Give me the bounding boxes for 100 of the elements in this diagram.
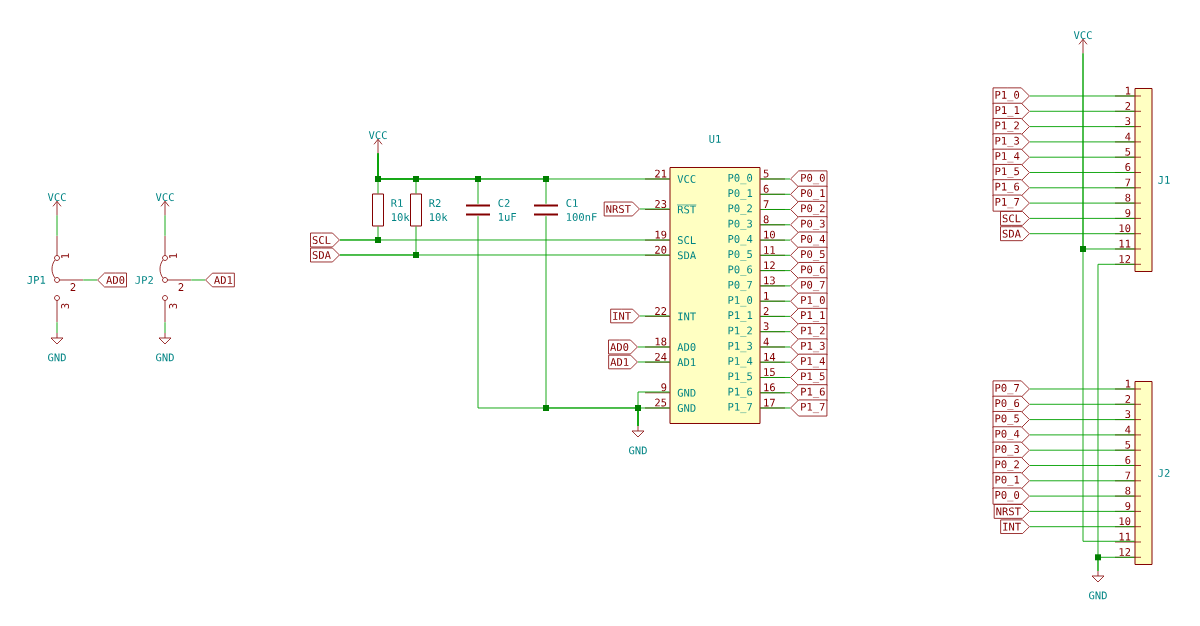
net-label: P0_2 — [992, 456, 1030, 475]
wire — [1029, 480, 1135, 482]
pin-number: 7 — [1125, 471, 1131, 480]
wire — [639, 208, 670, 210]
pin-number: 13 — [764, 276, 775, 285]
net-label: P0_0 — [790, 170, 828, 188]
wire — [760, 178, 791, 180]
pin-number: 1 — [1125, 86, 1131, 95]
net-label: P1_2 — [992, 118, 1030, 136]
wire — [1029, 187, 1135, 189]
net-label: P1_1 — [790, 307, 828, 325]
wire — [339, 226, 417, 256]
net-label: P1_2 — [790, 323, 828, 341]
pin-number: 6 — [1125, 163, 1131, 171]
wire — [1029, 110, 1135, 112]
net-label: SDA — [310, 247, 340, 263]
wire — [1029, 141, 1135, 143]
wire — [760, 224, 791, 226]
pin-number: 9 — [1125, 208, 1131, 217]
pin-number: 19 — [655, 230, 667, 239]
net-label: P0_7 — [790, 277, 828, 295]
net-label: P0_3 — [790, 216, 828, 234]
pin-number: 10 — [1119, 224, 1131, 233]
pin-number: 2 — [1125, 395, 1131, 403]
pin-number: 17 — [764, 398, 775, 407]
pin-number: 12 — [1119, 548, 1131, 556]
wire — [1029, 217, 1135, 219]
net-label: P0_5 — [790, 246, 828, 264]
pin-number: 2 — [178, 283, 184, 291]
pin-number: 6 — [1125, 456, 1131, 464]
wire — [1029, 126, 1135, 128]
net-label: AD0 — [97, 272, 127, 288]
wire — [760, 254, 791, 256]
net-label: INT — [610, 308, 640, 324]
pin-number: 3 — [1125, 117, 1131, 126]
net-label: P1_6 — [790, 384, 828, 402]
wire — [760, 315, 791, 317]
pin-number: 6 — [763, 184, 769, 193]
wire — [637, 346, 670, 348]
net-label: NRST — [603, 201, 640, 217]
wire — [1097, 556, 1135, 572]
wire — [760, 331, 791, 333]
pin-number: 23 — [655, 200, 667, 208]
net-label: NRST — [993, 504, 1030, 519]
pin-number: 12 — [1119, 255, 1131, 263]
pin-number: 14 — [764, 353, 776, 361]
pin-number: 4 — [1125, 425, 1131, 434]
pin-number: 8 — [1125, 193, 1131, 202]
net-label: P0_6 — [790, 262, 828, 280]
reference-label: U1 — [709, 135, 721, 143]
pin-number: 4 — [763, 337, 769, 346]
wire — [1029, 172, 1135, 173]
wire — [760, 377, 791, 378]
wire — [1029, 95, 1135, 97]
wire — [1029, 419, 1135, 421]
wire — [1029, 449, 1135, 451]
wire — [760, 239, 791, 241]
net-label: P1_7 — [992, 194, 1030, 212]
net-label: P0_1 — [992, 472, 1030, 490]
wire — [637, 407, 670, 427]
pin-number: 15 — [764, 368, 775, 376]
pin-number: 24 — [655, 352, 667, 361]
wire — [639, 315, 670, 317]
wire — [1029, 526, 1135, 528]
wire — [1029, 465, 1135, 466]
net-label: P1_4 — [790, 353, 828, 371]
pin-number: 8 — [763, 215, 769, 224]
net-label: P1_4 — [992, 148, 1030, 166]
wire — [56, 214, 58, 237]
pin-number: 1 — [1125, 379, 1131, 388]
pin-number: 11 — [764, 246, 775, 254]
wire — [190, 279, 206, 281]
pin-number: 2 — [763, 307, 769, 315]
net-label: SCL — [310, 232, 340, 248]
net-label: P1_6 — [992, 179, 1030, 197]
pin-number: 16 — [764, 383, 775, 392]
wire — [1029, 388, 1135, 390]
net-label: SDA — [1000, 226, 1030, 242]
wire — [1082, 52, 1135, 542]
wire — [760, 407, 791, 409]
net-label: P0_3 — [992, 441, 1030, 459]
wire — [760, 346, 791, 348]
wire — [164, 321, 166, 334]
net-label: AD1 — [205, 272, 235, 288]
wire — [760, 361, 791, 363]
wire — [760, 285, 791, 287]
pin-number: 18 — [655, 337, 667, 346]
pin-number: 10 — [1119, 517, 1131, 526]
pin-number: 1 — [61, 253, 69, 258]
wire — [760, 300, 791, 302]
pin-number: 10 — [764, 230, 775, 239]
wire — [1029, 156, 1135, 158]
wire — [377, 152, 670, 180]
pin-number: 2 — [70, 283, 76, 291]
pin-number: 5 — [763, 169, 769, 178]
pin-number: 20 — [655, 245, 667, 254]
wire — [56, 321, 58, 334]
pin-number: 9 — [1125, 501, 1131, 510]
wire — [760, 209, 791, 210]
net-label: P0_1 — [790, 185, 828, 203]
